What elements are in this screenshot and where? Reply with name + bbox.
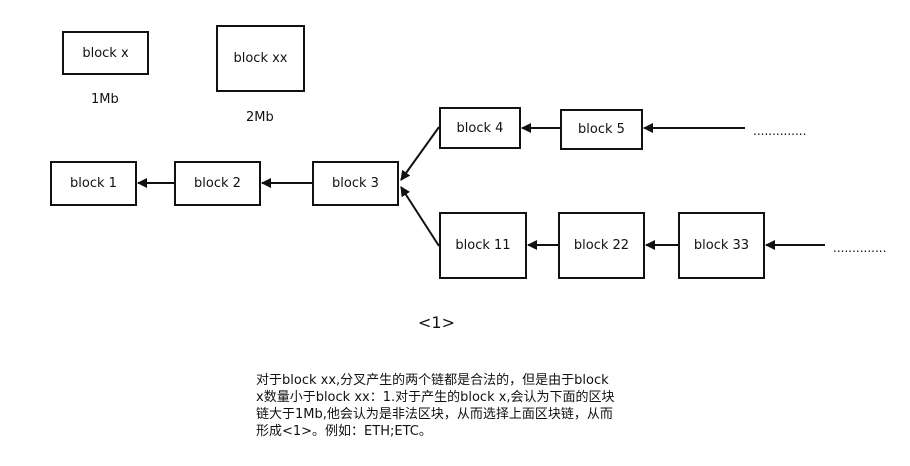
block-22: block 22 xyxy=(558,212,645,279)
block-x: block x xyxy=(62,31,149,75)
note-line-2: x数量小于block xx：1.对于产生的block x,会认为下面的区块 xyxy=(256,390,615,405)
note-line-3: 链大于1Mb,他会认为是非法区块，从而选择上面区块链，从而 xyxy=(256,407,613,422)
block-3: block 3 xyxy=(312,161,399,206)
block-11-label: block 11 xyxy=(455,238,511,253)
lower-branch-continuation: .............. xyxy=(833,241,887,255)
block-x-size: 1Mb xyxy=(91,92,119,107)
block-3-label: block 3 xyxy=(332,176,379,191)
block-22-label: block 22 xyxy=(573,238,630,253)
block-4-label: block 4 xyxy=(456,120,504,136)
upper-branch-continuation: .............. xyxy=(753,124,807,138)
block-xx: block xx xyxy=(216,25,305,92)
note-line-1: 对于block xx,分叉产生的两个链都是合法的，但是由于block xyxy=(256,373,609,388)
block-x-label: block x xyxy=(82,45,129,61)
explanation-note: 对于block xx,分叉产生的两个链都是合法的，但是由于block x数量小于… xyxy=(256,372,616,440)
arrow-block11-to-block3 xyxy=(400,186,440,247)
arrow-block4-to-block3 xyxy=(400,126,440,181)
block-2-label: block 2 xyxy=(194,176,241,191)
block-1: block 1 xyxy=(50,161,137,206)
block-33-label: block 33 xyxy=(693,238,750,253)
block-1-label: block 1 xyxy=(70,176,117,191)
figure-caption: <1> xyxy=(418,313,455,332)
block-xx-label: block xx xyxy=(233,51,288,66)
block-5: block 5 xyxy=(560,109,643,150)
block-11: block 11 xyxy=(439,212,527,279)
block-2: block 2 xyxy=(174,161,261,206)
block-5-label: block 5 xyxy=(578,122,625,137)
block-33: block 33 xyxy=(678,212,765,279)
block-xx-size: 2Mb xyxy=(246,110,274,125)
block-4: block 4 xyxy=(439,107,521,149)
note-line-4: 形成<1>。例如：ETH;ETC。 xyxy=(256,424,432,439)
